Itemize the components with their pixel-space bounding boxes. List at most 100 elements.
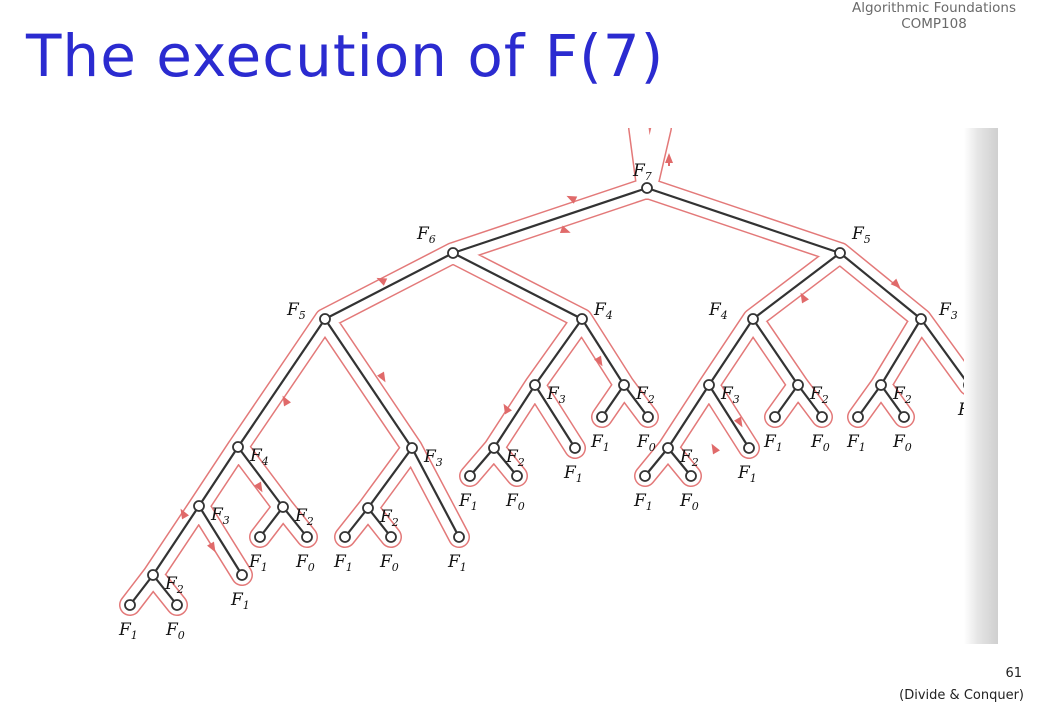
tree-edge — [411, 447, 460, 538]
tree-node — [488, 442, 500, 454]
node-label: F0 — [165, 620, 185, 642]
tree-edge — [324, 318, 413, 449]
tree-node — [236, 569, 248, 581]
tree-edge — [752, 318, 799, 386]
tree-node — [171, 599, 183, 611]
node-label: F2 — [294, 506, 314, 528]
tree-node — [898, 411, 910, 423]
trace-arrow-icon — [207, 541, 216, 553]
trace-arrow-icon — [594, 355, 603, 367]
tree-edge — [452, 186, 648, 255]
node-label: F0 — [892, 432, 912, 454]
node-label: F1 — [590, 432, 610, 454]
node-label: F0 — [379, 552, 399, 574]
tree-edge — [752, 252, 841, 320]
node-label: F3 — [720, 384, 740, 406]
tree-edge — [667, 447, 692, 477]
node-label: F1 — [333, 552, 353, 574]
node-label: F1 — [763, 432, 783, 454]
tree-node — [147, 569, 159, 581]
trace-arrow-icon — [734, 416, 743, 428]
tree-node — [685, 470, 697, 482]
course-header: Algorithmic Foundations COMP108 — [834, 0, 1034, 32]
page-number: 61 — [1005, 666, 1022, 681]
tree-node — [254, 531, 266, 543]
tree-edge — [708, 318, 754, 386]
trace-arrow-icon — [800, 292, 809, 304]
tree-node — [576, 313, 588, 325]
tree-edge — [493, 447, 518, 477]
tree-edge — [708, 384, 750, 449]
node-label: F1 — [118, 620, 138, 642]
tree-nodes — [124, 182, 975, 611]
node-label: F0 — [636, 432, 656, 454]
tree-edge — [259, 506, 284, 538]
trace-arrow-icon — [559, 225, 571, 234]
tree-edge — [152, 505, 200, 576]
tree-node — [362, 502, 374, 514]
tree-node — [662, 442, 674, 454]
trace-arrow-icon — [711, 443, 720, 455]
node-label: F0 — [810, 432, 830, 454]
node-label: F1 — [846, 432, 866, 454]
tree-node — [747, 313, 759, 325]
section-label: (Divide & Conquer) — [899, 688, 1024, 703]
node-label: F6 — [416, 224, 436, 246]
tree-edges — [129, 186, 970, 606]
node-label: F1 — [563, 463, 583, 485]
tree-edge — [646, 186, 841, 255]
tree-node — [642, 411, 654, 423]
tree-edge — [324, 252, 454, 320]
node-label: F0 — [505, 491, 525, 513]
node-label: F3 — [423, 447, 443, 469]
node-label: F1 — [458, 491, 478, 513]
node-label: F4 — [593, 300, 613, 322]
tree-edge — [880, 384, 905, 418]
tree-edge — [452, 252, 583, 320]
trace-arrow-icon — [566, 195, 578, 204]
trace-exit-arrow-icon — [665, 153, 673, 163]
node-label: F4 — [249, 446, 269, 468]
tree-edge — [839, 252, 922, 320]
node-label: F5 — [286, 300, 306, 322]
tree-edge — [367, 447, 413, 509]
scan-edge-shadow — [964, 128, 998, 644]
trace-arrow-icon — [376, 277, 388, 286]
node-label: F1 — [447, 552, 467, 574]
tree-node — [453, 531, 465, 543]
tree-node — [641, 182, 653, 194]
course-name: Algorithmic Foundations — [852, 0, 1016, 16]
node-label: F3 — [210, 505, 230, 527]
node-label: F0 — [295, 552, 315, 574]
node-label: F1 — [633, 491, 653, 513]
node-label: F4 — [708, 300, 728, 322]
tree-node — [569, 442, 581, 454]
node-label: F1 — [737, 463, 757, 485]
tree-edge — [152, 574, 178, 606]
node-label: F2 — [379, 507, 399, 529]
tree-node — [834, 247, 846, 259]
tree-edge — [774, 384, 799, 418]
slide-title: The execution of F(7) — [26, 22, 665, 90]
tree-edge — [282, 506, 308, 538]
tree-edge — [534, 384, 576, 449]
tree-edge — [534, 318, 583, 386]
tree-edge — [581, 318, 625, 386]
tree-node — [769, 411, 781, 423]
tree-edge — [469, 447, 495, 477]
node-label: F2 — [164, 574, 184, 596]
tree-edge — [857, 384, 882, 418]
tree-edge — [667, 384, 710, 449]
tree-edge — [344, 507, 369, 538]
node-label: F2 — [809, 384, 829, 406]
tree-node — [339, 531, 351, 543]
tree-node — [703, 379, 715, 391]
tree-edge — [237, 446, 284, 508]
tree-node — [639, 470, 651, 482]
tree-node — [618, 379, 630, 391]
tree-node — [447, 247, 459, 259]
tree-edge — [623, 384, 649, 418]
tree-node — [596, 411, 608, 423]
